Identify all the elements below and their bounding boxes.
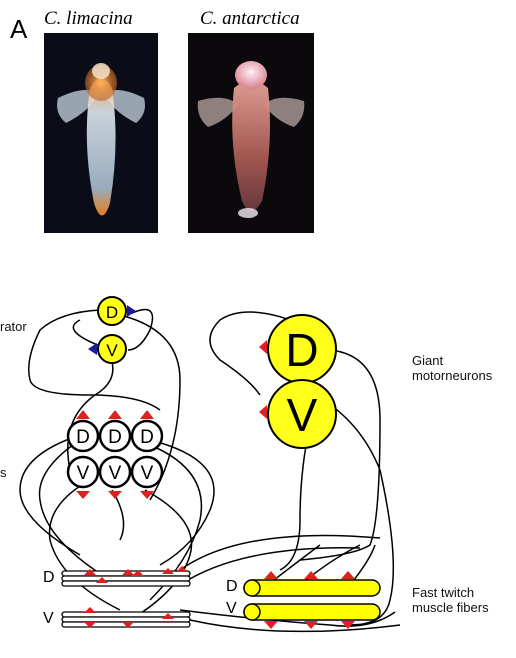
fast-muscle-v <box>244 604 380 620</box>
synapse-red-row1-3 <box>140 410 154 419</box>
small-neuron-d-label: D <box>106 303 118 322</box>
synapse-red-giant-d <box>259 340 267 354</box>
small-neuron-d: D <box>98 297 126 325</box>
giant-neuron-v: V <box>268 380 336 448</box>
d-neuron-1-label: D <box>76 427 90 448</box>
synapse-blue-d <box>127 305 136 317</box>
small-neuron-v-label: V <box>106 341 118 360</box>
synapse-red-giant-v <box>259 405 267 419</box>
d-neuron-row: D D D <box>68 421 162 451</box>
v-neuron-1-label: V <box>77 463 90 484</box>
synapse-red-row2-1 <box>76 491 90 499</box>
v-neuron-row: V V V <box>68 457 162 487</box>
v-neuron-2-label: V <box>109 463 122 484</box>
synapse-red-row2-2 <box>108 491 122 499</box>
d-neuron-3-label: D <box>140 427 154 448</box>
v-neuron-3-label: V <box>141 463 154 484</box>
giant-neuron-d-label: D <box>285 324 318 376</box>
synapse-red-row1-2 <box>108 410 122 419</box>
small-neuron-v: V <box>98 335 126 363</box>
synapse-blue-v <box>88 343 97 355</box>
giant-neuron-v-label: V <box>287 389 318 441</box>
giant-neuron-d: D <box>268 315 336 383</box>
fast-muscle-d <box>244 580 380 596</box>
d-neuron-2-label: D <box>108 427 122 448</box>
